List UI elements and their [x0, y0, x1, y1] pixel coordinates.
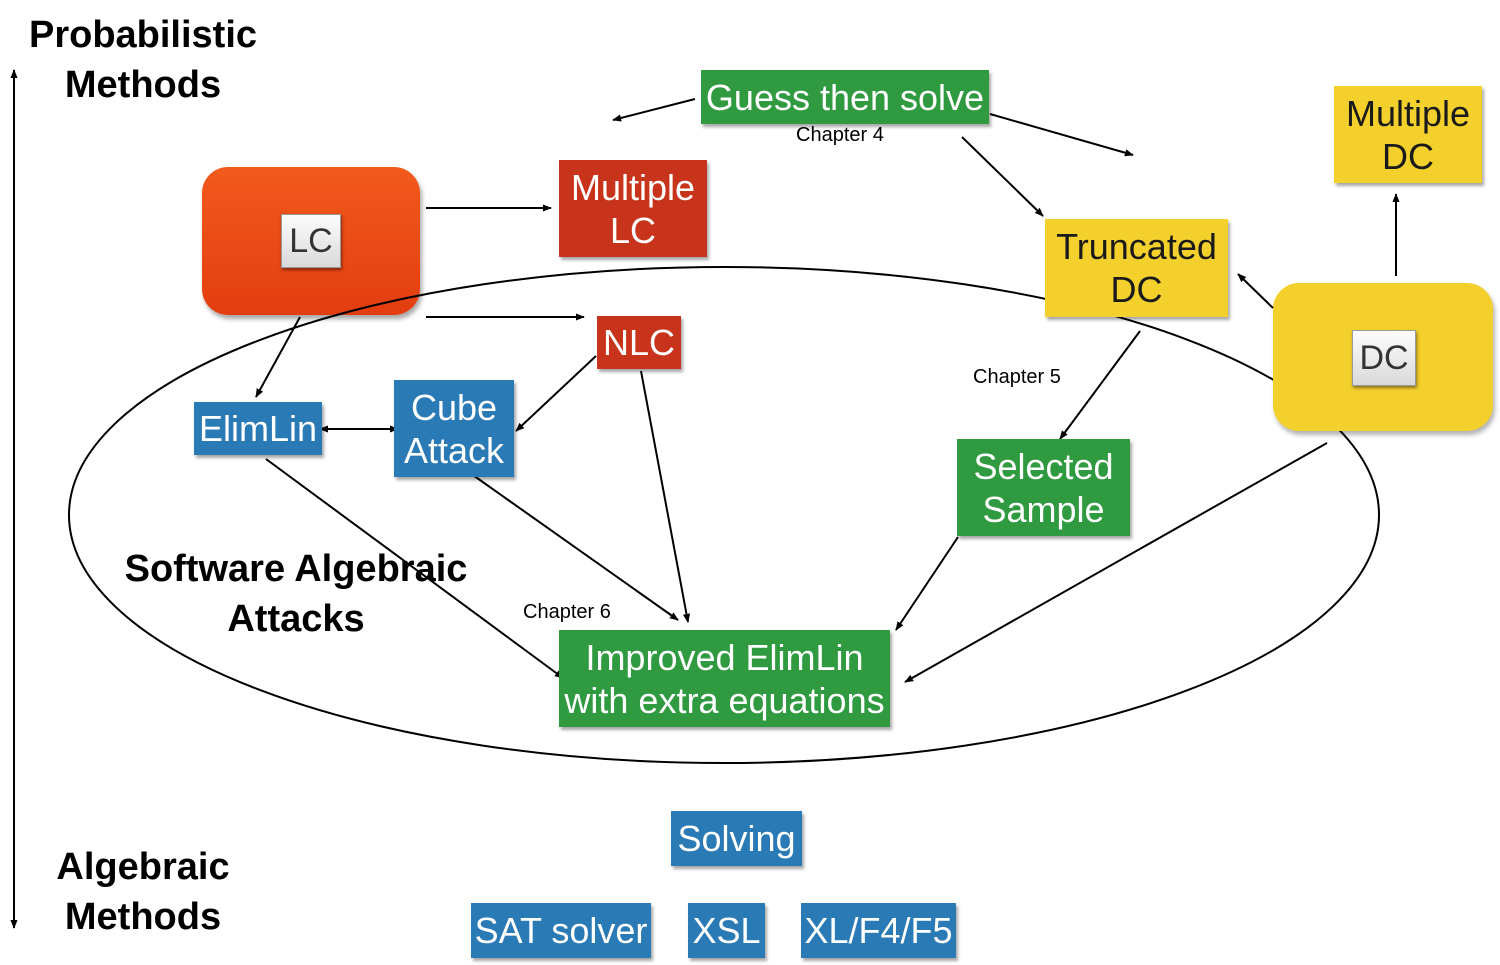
cube-attack-text: Cube Attack	[403, 386, 505, 471]
selected-sample-box: Selected Sample	[957, 439, 1130, 536]
improved-elimlin-text: Improved ElimLin with extra equations	[564, 636, 885, 721]
multiple-dc-box: Multiple DC	[1334, 86, 1482, 183]
truncated-dc-text: Truncated DC	[1056, 226, 1217, 310]
sat-solver-box: SAT solver	[471, 903, 651, 958]
elimlin-text: ElimLin	[198, 408, 318, 449]
xl-f4-f5-text: XL/F4/F5	[804, 910, 953, 951]
nlc-box: NLC	[597, 316, 681, 369]
multiple-dc-text: Multiple DC	[1345, 92, 1471, 177]
xsl-text: XSL	[692, 910, 761, 951]
algebraic-methods-label: Algebraic Methods	[56, 846, 230, 938]
chapter-6-label: Chapter 6	[523, 601, 611, 623]
nlc-text: NLC	[602, 322, 676, 363]
dc-chip: DC	[1352, 330, 1416, 386]
xsl-box: XSL	[688, 903, 765, 958]
solving-box: Solving	[671, 811, 802, 866]
xl-f4-f5-box: XL/F4/F5	[801, 903, 956, 958]
software-algebraic-attacks-label: Software Algebraic Attacks	[124, 548, 468, 640]
elimlin-box: ElimLin	[194, 402, 322, 455]
truncated-dc-box: Truncated DC	[1045, 219, 1228, 317]
sat-solver-text: SAT solver	[474, 910, 648, 951]
chapter-5-label: Chapter 5	[973, 366, 1061, 388]
probabilistic-methods-label: Probabilistic Methods	[28, 14, 258, 106]
improved-elimlin-box: Improved ElimLin with extra equations	[559, 630, 890, 727]
cube-attack-box: Cube Attack	[394, 380, 514, 477]
guess-then-solve-box: Guess then solve	[701, 70, 989, 124]
chapter-4-label: Chapter 4	[796, 124, 884, 146]
multiple-lc-text: Multiple LC	[570, 166, 696, 251]
lc-chip: LC	[281, 214, 341, 268]
multiple-lc-box: Multiple LC	[559, 160, 707, 257]
solving-text: Solving	[677, 818, 796, 859]
guess-then-solve-text: Guess then solve	[705, 76, 985, 118]
selected-sample-text: Selected Sample	[973, 445, 1114, 530]
